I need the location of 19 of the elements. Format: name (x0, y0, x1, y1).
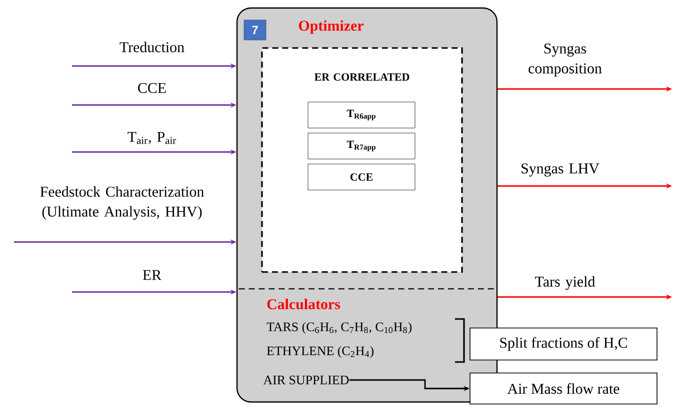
item-text: TARS (C$_{6}$H$_{6}$, C$_{7}$H$_{8}$, C$_{10}$H$_{8}$) (266, 322, 412, 334)
arrow-label: Treduction (120, 42, 184, 52)
arrow-label: ER (142, 270, 162, 280)
value-box: T$_{R7app}$ (308, 132, 416, 160)
arrow-label: Feedstock Characterization (Ultimate Analysis, HHV) (40, 186, 204, 220)
arrow-label: CCE (138, 83, 166, 94)
number-badge: 7 (244, 20, 266, 40)
output-box: Air Mass flow rate (470, 372, 658, 404)
arrow-label: Tars yield (535, 276, 595, 290)
section-heading: Calculators (267, 298, 340, 310)
arrow-label: Syngas LHV (522, 163, 600, 177)
block-heading: Optimizer (298, 20, 364, 34)
output-box: Split fractions of H,C (470, 328, 658, 360)
arrow-label: T$_{air}$, P$_{air}$ (128, 132, 176, 144)
item-text: AIR SUPPLIED (263, 376, 349, 384)
item-text: ETHYLENE (C$_{2}$H$_{4}$) (266, 346, 374, 358)
value-box: T$_{R6app}$ (308, 102, 416, 128)
value-box: CCE (308, 164, 416, 190)
arrow-label: Syngas composition (528, 44, 602, 76)
